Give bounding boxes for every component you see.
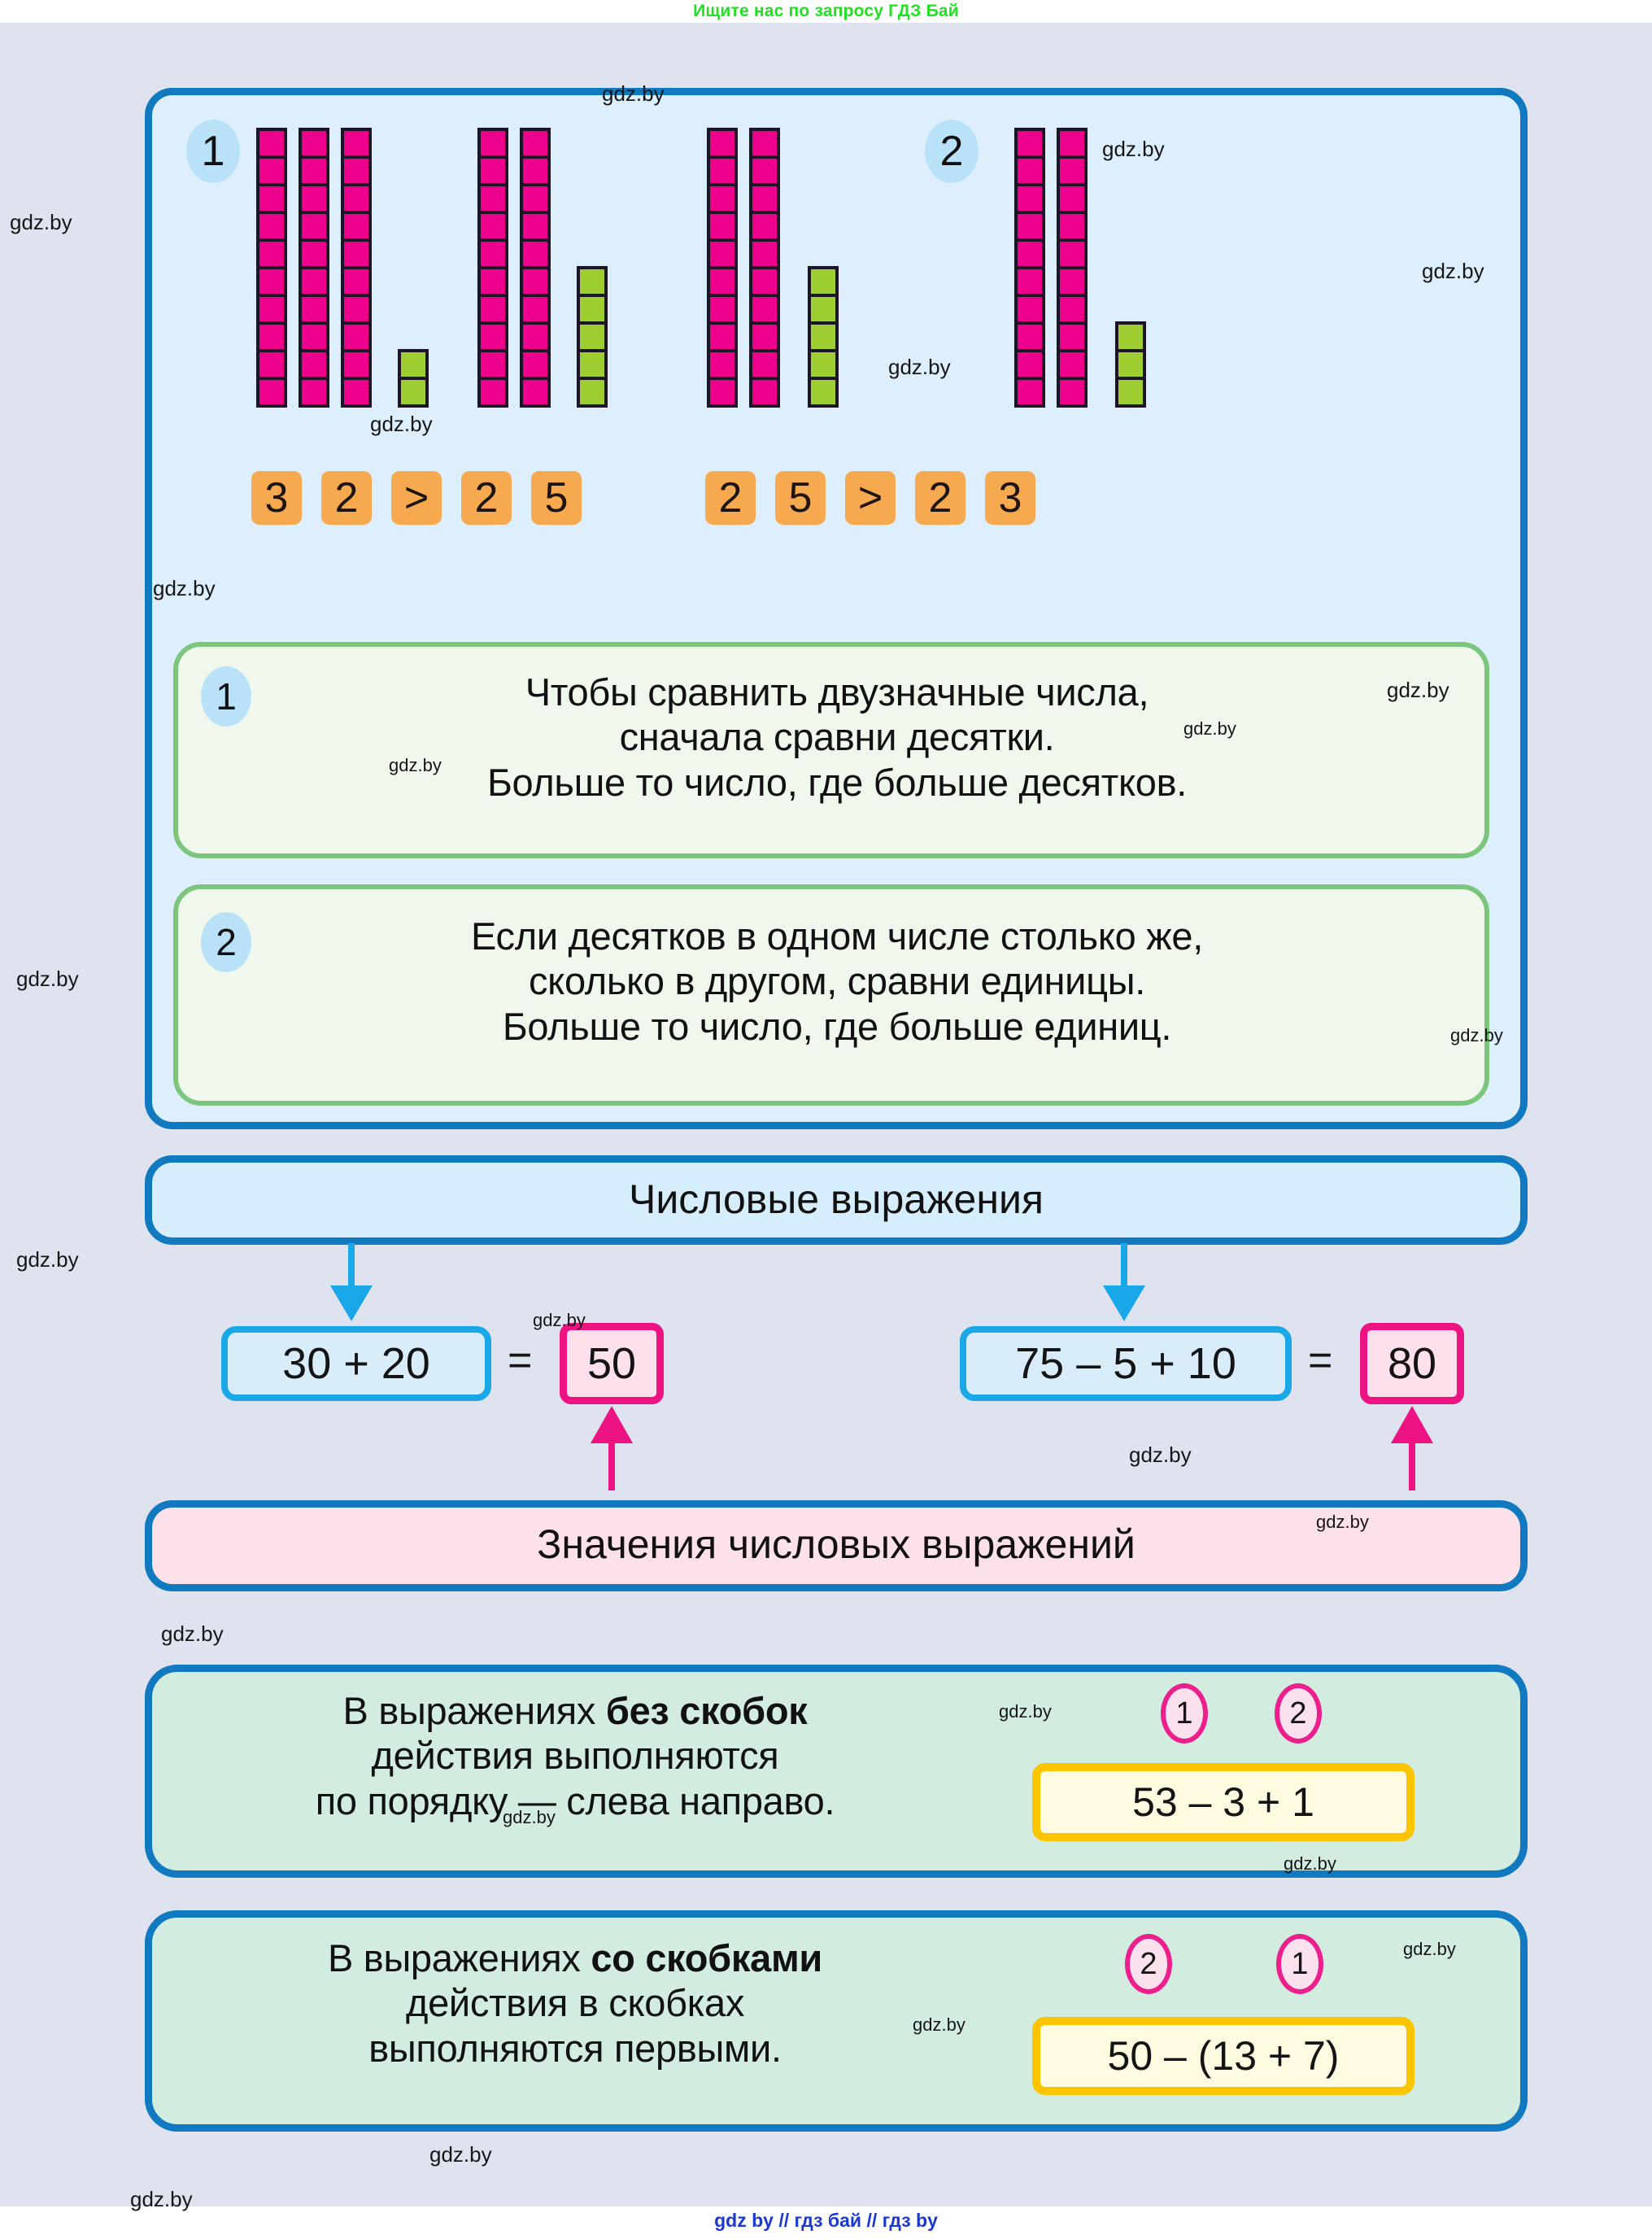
watermark-text: gdz.by [16, 967, 79, 991]
tens-rod [299, 128, 329, 408]
ones-stack [1115, 321, 1146, 408]
compare-tiles-row-2: 2 5 > 2 3 [705, 471, 1035, 525]
comparison-tile[interactable]: > [391, 471, 442, 525]
rule-badge-1: 1 [201, 666, 251, 727]
order-step-circle-1a: 1 [1161, 1683, 1208, 1744]
down-arrow-icon-right [1103, 1243, 1145, 1321]
rule-badge-2: 2 [201, 912, 251, 972]
expressions-header-label: Числовые выражения [629, 1176, 1044, 1222]
equals-sign-2: = [1308, 1337, 1333, 1384]
ones-stack [577, 266, 608, 408]
order-rule-2-line-2: действия в скобках [405, 1981, 745, 2025]
digit-tile[interactable]: 2 [321, 471, 372, 525]
tens-rod [749, 128, 780, 408]
order-rule-box-1: В выражениях без скобок действия выполня… [145, 1665, 1528, 1878]
order-rule-1-line-2: действия выполняются [371, 1734, 779, 1778]
values-header-label: Значения числовых выражений [537, 1521, 1135, 1567]
top-banner: Ищите нас по запросу ГДЗ Бай [0, 0, 1652, 23]
order-step-circle-2b: 1 [1276, 1934, 1323, 1994]
digit-tile[interactable]: 2 [705, 471, 756, 525]
digit-tile[interactable]: 3 [251, 471, 302, 525]
compare-example-badge-1: 1 [186, 120, 240, 183]
value-box-2[interactable]: 80 [1360, 1323, 1464, 1404]
order-rule-1-line-1-plain: В выражениях [342, 1689, 606, 1732]
order-example-box-2: 50 – (13 + 7) [1032, 2017, 1414, 2095]
tens-rod [707, 128, 738, 408]
order-rule-2-line-3: выполняются первыми. [368, 2026, 782, 2070]
rule-box-1: 1 Чтобы сравнить двузначные числа, снача… [173, 642, 1489, 858]
watermark-text: gdz.by [161, 1621, 224, 1646]
order-rule-box-2: В выражениях со скобками действия в скоб… [145, 1910, 1528, 2132]
rule-2-line-2: сколько в другом, сравни единицы. [528, 959, 1145, 1003]
equals-sign-1: = [508, 1337, 533, 1384]
digit-tile[interactable]: 2 [461, 471, 512, 525]
up-arrow-icon-right [1391, 1406, 1433, 1490]
order-step-circle-1b: 2 [1275, 1683, 1322, 1744]
down-arrow-icon-left [330, 1243, 373, 1321]
order-rule-2-line-1-bold: со скобками [591, 1936, 823, 1979]
expression-box-2[interactable]: 75 – 5 + 10 [960, 1326, 1292, 1401]
worksheet-page: 1 2 [0, 23, 1652, 2211]
rule-1-line-2: сначала сравни десятки. [619, 715, 1055, 759]
compare-panel: 1 2 [145, 88, 1528, 1129]
rule-1-line-3: Больше то число, где больше десятков. [486, 760, 1188, 804]
rule-box-2: 2 Если десятков в одном числе столько же… [173, 884, 1489, 1106]
compare-tiles-row-1: 3 2 > 2 5 [251, 471, 582, 525]
order-rule-1-text: В выражениях без скобок действия выполня… [168, 1688, 982, 1823]
order-rule-1-line-3: по порядку — слева направо. [315, 1779, 835, 1822]
value-box-1[interactable]: 50 [560, 1323, 664, 1404]
order-rule-1-line-1-bold: без скобок [605, 1689, 808, 1732]
digit-tile[interactable]: 3 [985, 471, 1035, 525]
footer-text: gdz by // гдз бай // гдз by [714, 2210, 938, 2231]
expressions-header-box: Числовые выражения [145, 1155, 1528, 1245]
footer-bar: gdz by // гдз бай // гдз by [0, 2206, 1652, 2239]
expression-box-1[interactable]: 30 + 20 [221, 1326, 491, 1401]
order-example-box-1: 53 – 3 + 1 [1032, 1763, 1414, 1841]
order-rule-2-line-1-plain: В выражениях [327, 1936, 591, 1979]
watermark-text: gdz.by [1129, 1442, 1192, 1467]
rule-1-text: Чтобы сравнить двузначные числа, сначала… [243, 670, 1431, 805]
tens-rod [341, 128, 372, 408]
tens-rod [477, 128, 508, 408]
tens-rod [256, 128, 287, 408]
up-arrow-icon-left [591, 1406, 633, 1490]
tens-rod [520, 128, 551, 408]
values-header-box: Значения числовых выражений [145, 1500, 1528, 1591]
rule-2-line-1: Если десятков в одном числе столько же, [471, 914, 1203, 958]
tens-rod [1057, 128, 1088, 408]
digit-tile[interactable]: 2 [915, 471, 965, 525]
comparison-tile[interactable]: > [845, 471, 896, 525]
order-step-circle-2a: 2 [1125, 1934, 1172, 1994]
order-rule-1-line-1: В выражениях без скобок [168, 1688, 982, 1733]
compare-example-badge-2: 2 [925, 120, 979, 183]
watermark-text: gdz.by [16, 1247, 79, 1272]
ones-stack [808, 266, 839, 408]
watermark-text: gdz.by [429, 2142, 492, 2167]
watermark-text: gdz.by [10, 210, 72, 234]
order-rule-2-line-1: В выражениях со скобками [168, 1936, 982, 1980]
rule-1-line-1: Чтобы сравнить двузначные числа, [525, 670, 1149, 714]
rule-2-text: Если десятков в одном числе столько же, … [243, 914, 1431, 1049]
digit-tile[interactable]: 5 [531, 471, 582, 525]
digit-tile[interactable]: 5 [775, 471, 826, 525]
tens-rod [1014, 128, 1045, 408]
order-rule-2-text: В выражениях со скобками действия в скоб… [168, 1936, 982, 2071]
top-banner-text: Ищите нас по запросу ГДЗ Бай [693, 2, 959, 20]
rule-2-line-3: Больше то число, где больше единиц. [502, 1004, 1172, 1048]
ones-stack [398, 349, 429, 408]
